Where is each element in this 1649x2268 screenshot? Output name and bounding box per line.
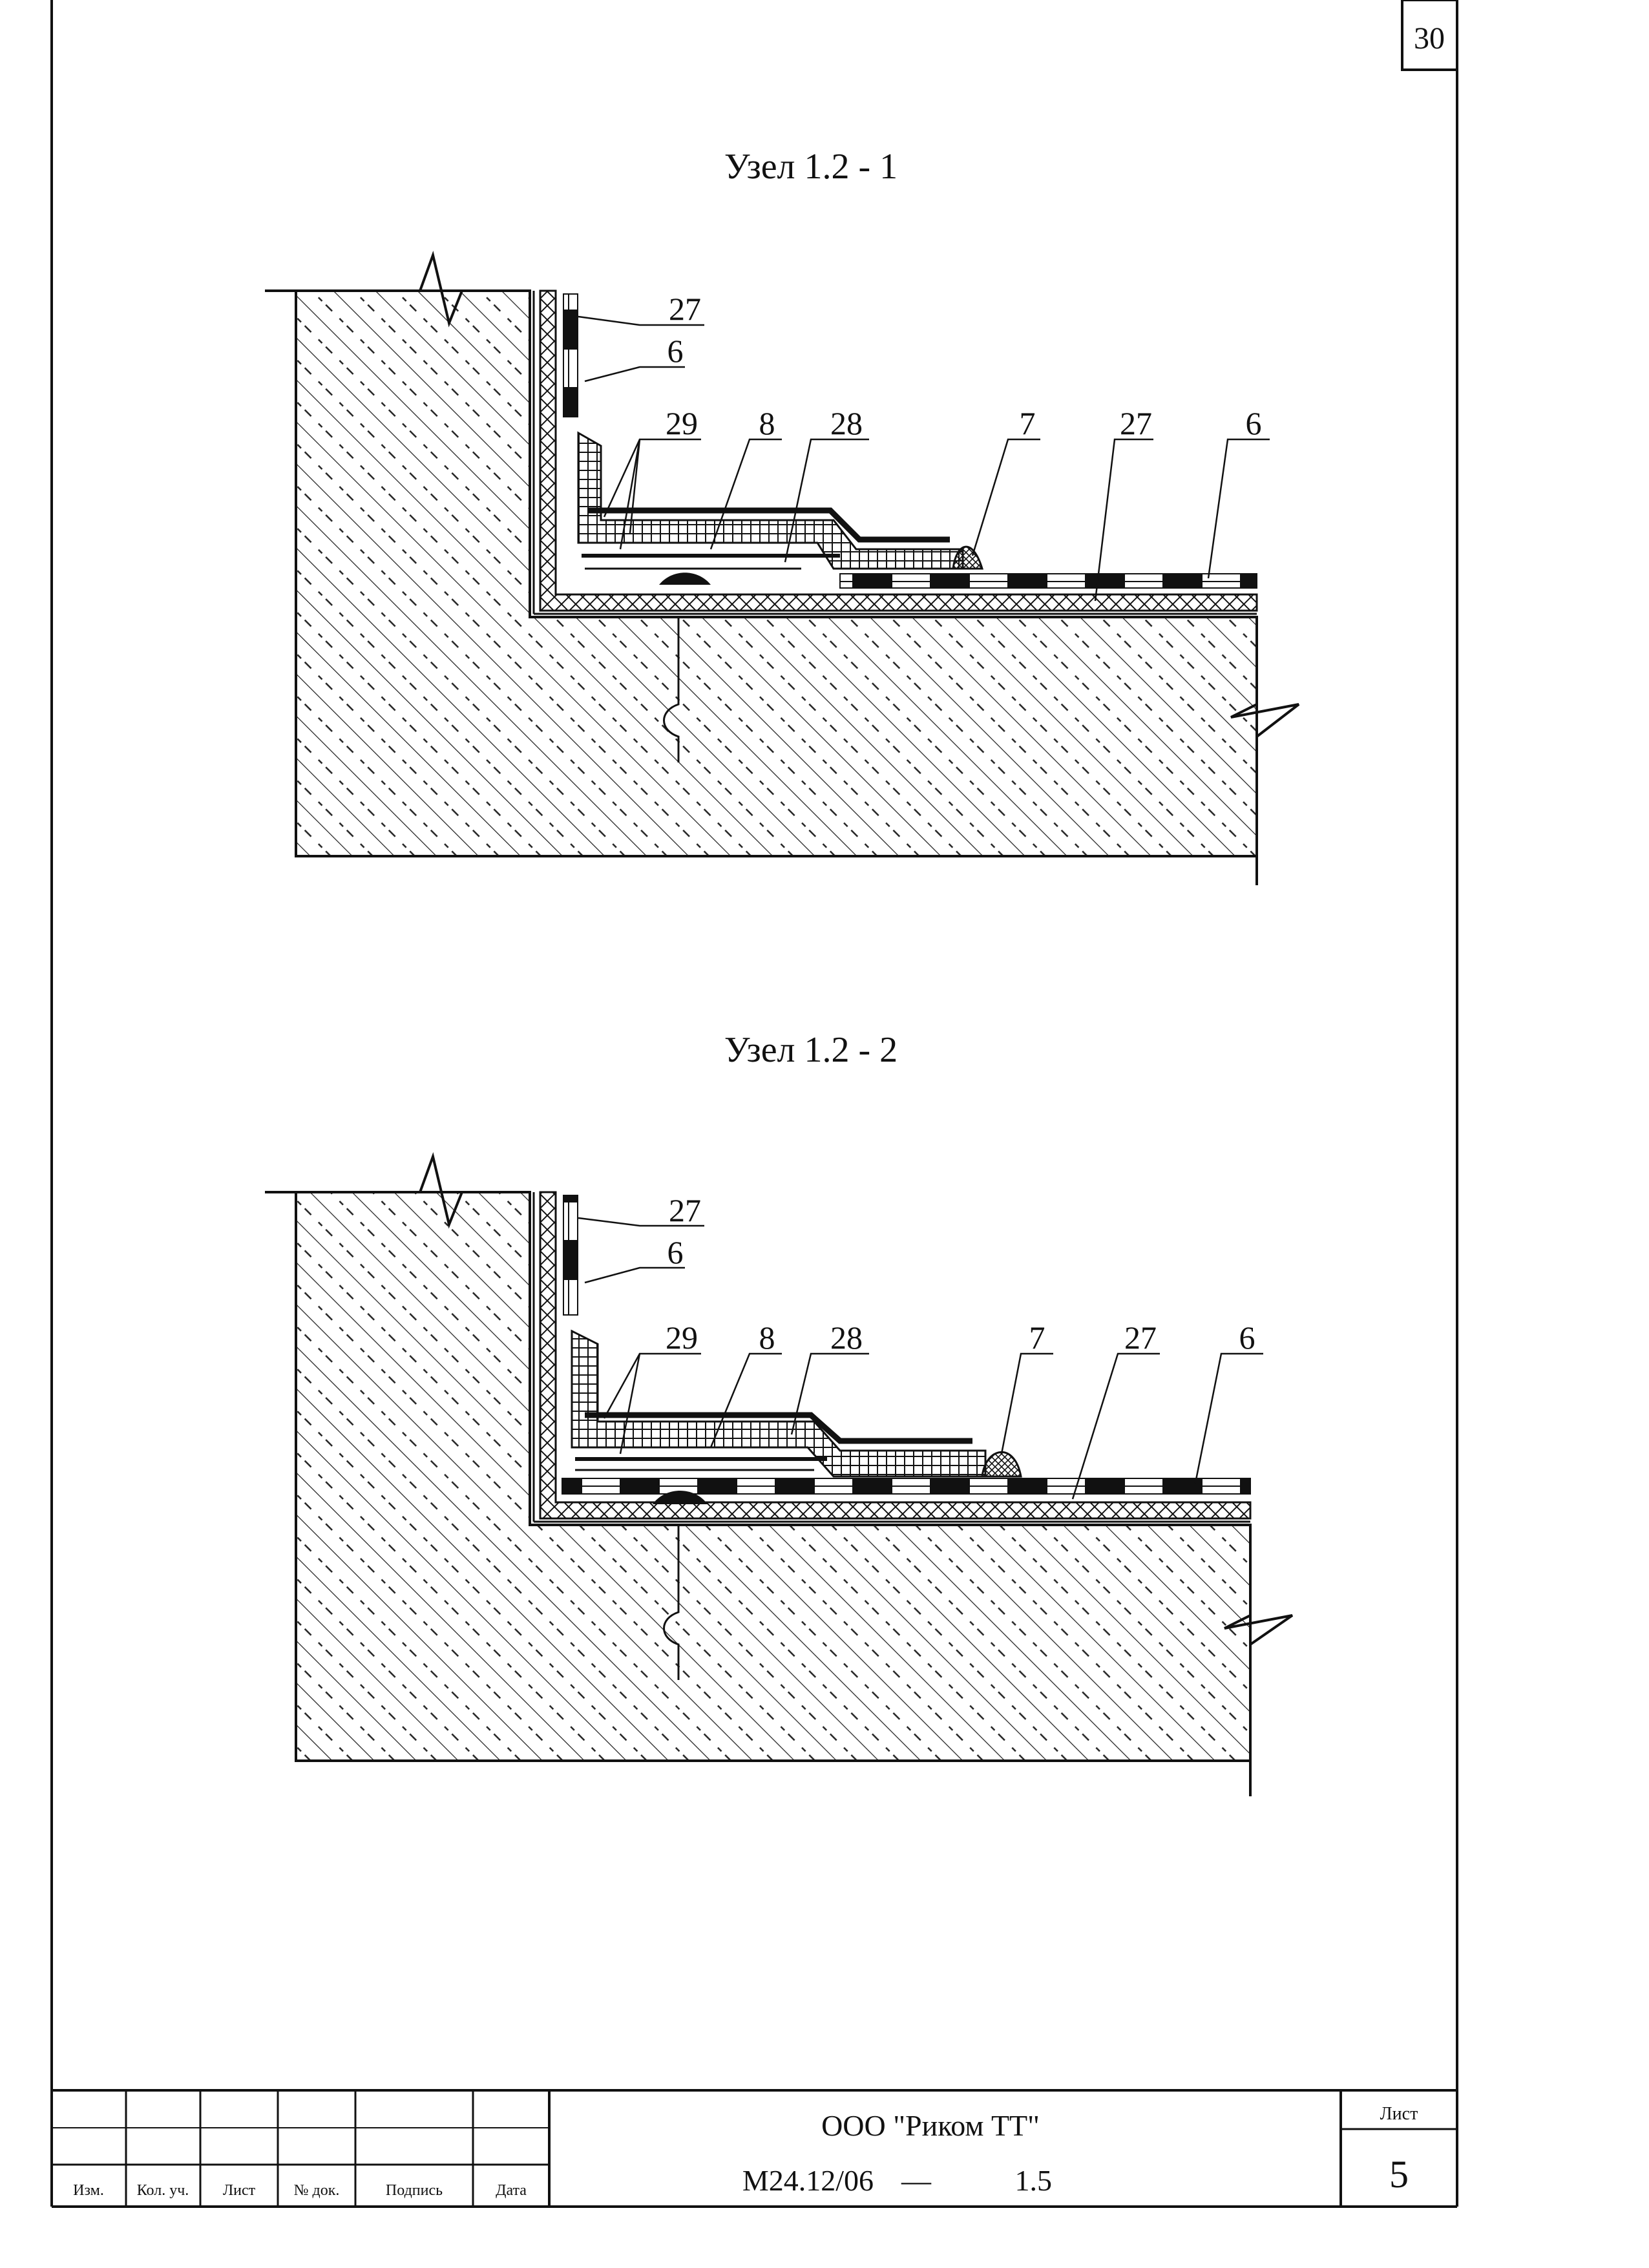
membrane-vertical <box>563 293 578 417</box>
concrete-wall <box>295 1191 1252 1762</box>
header-doc-number: № док. <box>294 2182 340 2199</box>
sealant-bead <box>952 545 984 570</box>
insulation-layer <box>539 1191 1252 1520</box>
header-izm: Изм. <box>73 2182 104 2199</box>
callout-label: 7 <box>1029 1319 1045 1356</box>
callout-leaders <box>578 1217 1263 1500</box>
callout-label: 6 <box>1239 1319 1255 1356</box>
header-list: Лист <box>223 2182 256 2199</box>
title-block-headers: Изм. Кол. уч. Лист № док. Подпись Дата <box>73 2182 527 2199</box>
node-title: Узел 1.2 - 2 <box>724 1030 898 1070</box>
callout-label: 8 <box>759 1319 775 1356</box>
callout-label: 27 <box>1124 1319 1157 1356</box>
node-2-drawing: Узел 1.2 - 2 27 6 29 <box>265 1030 1294 1796</box>
header-date: Дата <box>496 2182 527 2199</box>
membrane-floor <box>562 1478 1251 1495</box>
callout-label: 27 <box>669 291 701 327</box>
page-number: 30 <box>1414 21 1445 56</box>
corner-reinforcement <box>571 1329 987 1478</box>
sealant-bead <box>981 1451 1022 1478</box>
node-title: Узел 1.2 - 1 <box>724 147 898 187</box>
header-signature: Подпись <box>386 2182 443 2199</box>
sheet-label: Лист <box>1380 2104 1418 2124</box>
callout-label: 28 <box>830 405 863 441</box>
node-1-drawing: Узел 1.2 - 1 <box>265 147 1300 885</box>
callout-label: 8 <box>759 405 775 441</box>
callout-labels: 27 6 29 8 28 7 27 6 <box>666 291 1262 441</box>
code-dash: — <box>901 2164 932 2197</box>
callout-labels: 27 6 29 8 28 7 27 6 <box>666 1192 1255 1356</box>
page-number-box: 30 <box>1401 0 1458 71</box>
document-code: М24.12/06 <box>742 2164 874 2197</box>
callout-label: 27 <box>1120 405 1152 441</box>
callout-label: 28 <box>830 1319 863 1356</box>
sheet-frame <box>50 0 1458 2208</box>
header-kol-uch: Кол. уч. <box>137 2182 189 2199</box>
callout-label: 6 <box>1246 405 1262 441</box>
callout-label: 6 <box>667 333 684 369</box>
sheet-number: 5 <box>1389 2153 1409 2196</box>
callout-label: 29 <box>666 1319 698 1356</box>
corner-reinforcement <box>577 431 964 570</box>
callout-label: 29 <box>666 405 698 441</box>
callout-label: 6 <box>667 1234 684 1270</box>
membrane-floor <box>839 573 1257 589</box>
document-code-line: М24.12/06 — 1.5 <box>742 2164 1052 2197</box>
callout-label: 7 <box>1020 405 1036 441</box>
insulation-layer <box>539 289 1258 612</box>
title-block <box>52 2089 1457 2207</box>
section-number: 1.5 <box>1015 2164 1053 2197</box>
callout-label: 27 <box>669 1192 701 1228</box>
callout-leaders <box>578 315 1270 602</box>
membrane-vertical <box>563 1195 578 1316</box>
organization-name: ООО "Риком ТТ" <box>821 2109 1040 2142</box>
